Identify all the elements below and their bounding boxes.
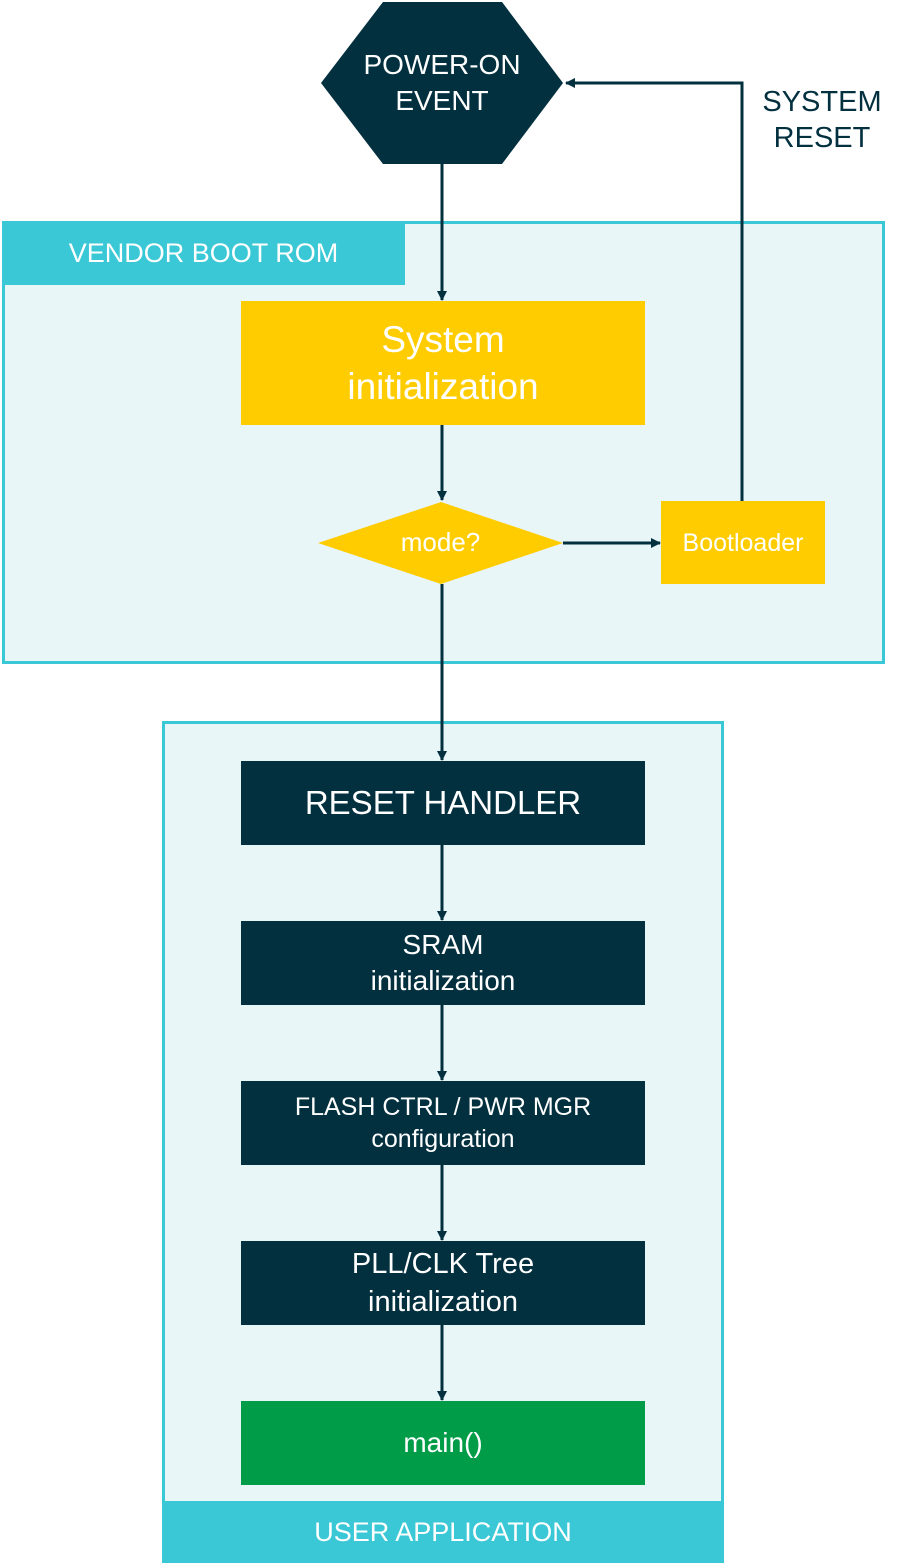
system-reset-label: SYSTEM RESET: [762, 86, 882, 155]
vendor-boot-rom-label: VENDOR BOOT ROM: [2, 221, 405, 285]
pll-clk-initialization-box: PLL/CLK Tree initialization: [241, 1241, 645, 1325]
reset-handler-box: RESET HANDLER: [241, 761, 645, 845]
mode-decision-label: mode?: [400, 527, 481, 558]
system-initialization-box: System initialization: [241, 301, 645, 425]
bootloader-box: Bootloader: [661, 501, 825, 584]
sram-initialization-box: SRAM initialization: [241, 921, 645, 1005]
flash-pwr-configuration-box: FLASH CTRL / PWR MGR configuration: [241, 1081, 645, 1165]
power-on-event-label: POWER-ON EVENT: [363, 48, 521, 116]
main-function-box: main(): [241, 1401, 645, 1485]
user-application-label: USER APPLICATION: [162, 1501, 724, 1563]
vendor-boot-rom-container: [2, 221, 885, 664]
